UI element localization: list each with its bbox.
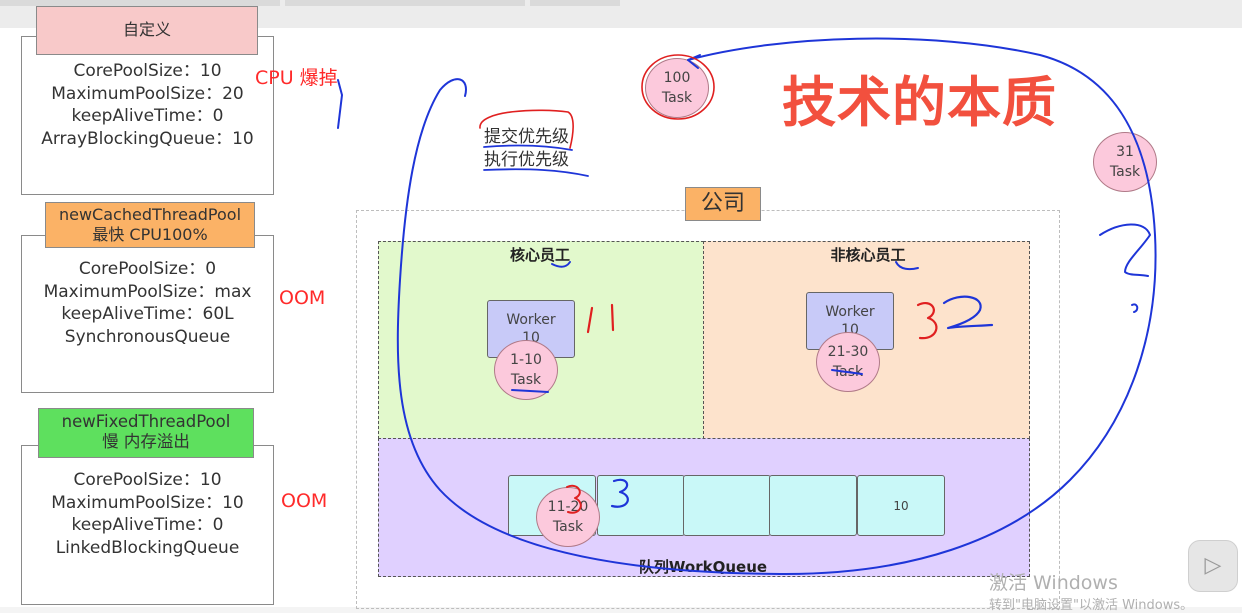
cached-pool-header: newCachedThreadPool 最快 CPU100% (45, 202, 255, 248)
worker-label: Worker (506, 312, 556, 328)
windows-activation-title: 激活 Windows (989, 572, 1118, 594)
oom-note: OOM (281, 490, 328, 512)
play-icon[interactable]: ▷ (1188, 540, 1238, 592)
task-bubble-31: 31 Task (1093, 132, 1157, 192)
task-label: Task (1109, 164, 1141, 180)
core-staff-label: 核心员工 (509, 246, 570, 264)
fixed-pool-desc: 慢 内存溢出 (102, 432, 190, 451)
task-range: 100 (663, 70, 691, 86)
fixed-pool-header: newFixedThreadPool 慢 内存溢出 (38, 408, 254, 458)
queue-slot (597, 475, 685, 536)
param-line: CorePoolSize：10 (73, 470, 222, 490)
priority-list: 提交优先级 执行优先级 (484, 126, 569, 172)
fixed-pool-name: newFixedThreadPool (61, 412, 231, 431)
custom-pool-params: CorePoolSize：10 MaximumPoolSize：20 keepA… (22, 60, 273, 150)
execute-priority: 执行优先级 (484, 150, 569, 170)
noncore-staff-label: 非核心员工 (830, 246, 906, 264)
queue-slot (769, 475, 857, 536)
param-line: MaximumPoolSize：20 (51, 83, 244, 104)
cpu-overload-note: CPU 爆掉 (255, 67, 338, 89)
param-line: keepAliveTime：0 (71, 515, 224, 535)
param-line: ArrayBlockingQueue：10 (41, 128, 254, 149)
fixed-pool-card: CorePoolSize：10 MaximumPoolSize：10 keepA… (21, 445, 274, 605)
worker-label: Worker (825, 304, 875, 320)
custom-pool-header: 自定义 (36, 6, 258, 55)
task-range: 31 (1116, 144, 1134, 160)
company-label: 公司 (685, 187, 761, 221)
oom-note: OOM (279, 287, 326, 309)
work-queue-label: 队列WorkQueue (638, 558, 768, 576)
task-range: 1-10 (510, 352, 542, 368)
toolbar-segment (0, 0, 280, 6)
cached-pool-name: newCachedThreadPool (58, 205, 242, 224)
task-bubble-1-10: 1-10 Task (494, 340, 558, 400)
submit-priority: 提交优先级 (484, 127, 569, 147)
task-bubble-11-20: 11-20 Task (536, 487, 600, 547)
task-label: Task (832, 364, 864, 380)
windows-activation-hint: 转到"电脑设置"以激活 Windows。 (989, 598, 1194, 613)
task-label: Task (510, 372, 542, 388)
task-bubble-21-30: 21-30 Task (816, 332, 880, 392)
toolbar-segment (530, 0, 620, 6)
toolbar-segment (285, 0, 525, 6)
cached-pool-desc: 最快 CPU100% (92, 225, 208, 244)
task-label: Task (552, 519, 584, 535)
param-line: MaximumPoolSize：max (43, 281, 252, 302)
param-line: keepAliveTime：0 (71, 106, 224, 126)
cached-pool-card: CorePoolSize：0 MaximumPoolSize：max keepA… (21, 235, 274, 393)
task-bubble-100: 100 Task (645, 58, 709, 118)
slide-title: 技术的本质 (782, 71, 1057, 134)
param-line: keepAliveTime：60L (61, 304, 234, 324)
custom-pool-card: CorePoolSize：10 MaximumPoolSize：20 keepA… (21, 36, 274, 195)
task-range: 21-30 (827, 344, 869, 360)
param-line: CorePoolSize：10 (73, 61, 222, 81)
fixed-pool-params: CorePoolSize：10 MaximumPoolSize：10 keepA… (22, 469, 273, 559)
param-line: MaximumPoolSize：10 (51, 492, 244, 513)
queue-slot-last: 10 (857, 475, 945, 536)
task-range: 11-20 (547, 499, 589, 515)
cached-pool-params: CorePoolSize：0 MaximumPoolSize：max keepA… (22, 258, 273, 348)
queue-slot (683, 475, 771, 536)
param-line: SynchronousQueue (64, 326, 231, 347)
param-line: LinkedBlockingQueue (55, 537, 240, 558)
param-line: CorePoolSize：0 (78, 259, 217, 279)
task-label: Task (661, 90, 693, 106)
